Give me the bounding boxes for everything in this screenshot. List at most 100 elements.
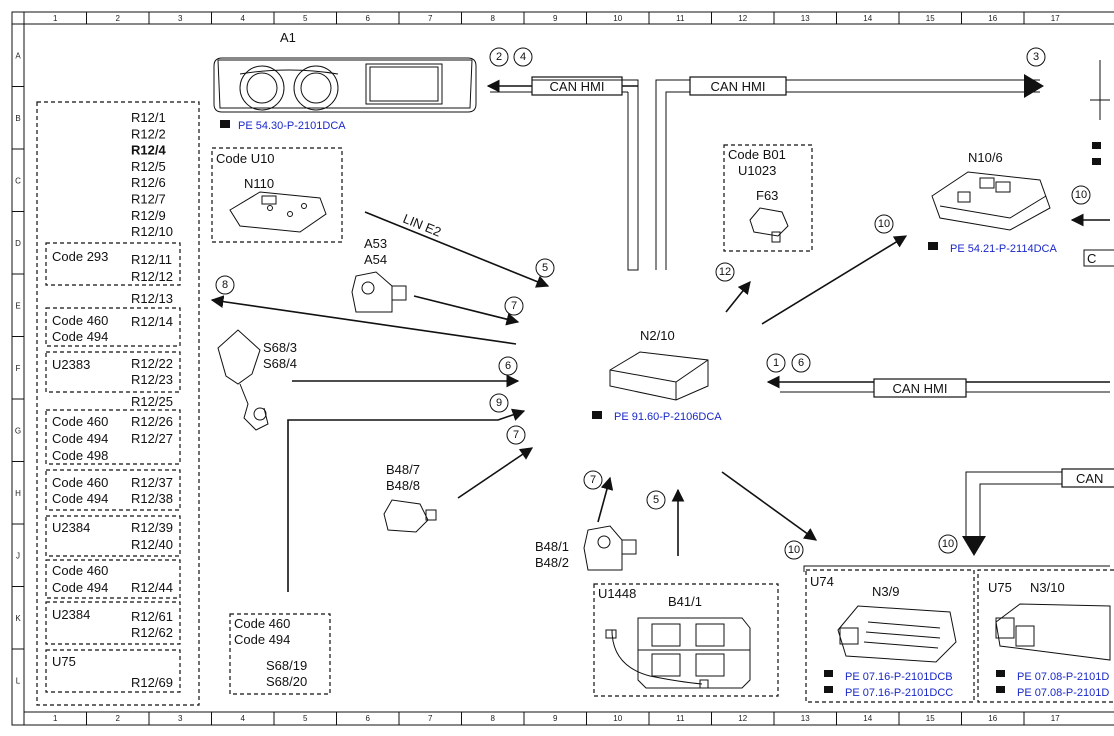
marker-circle bbox=[489, 393, 509, 413]
svg-text:PE 07.08-P-2101D: PE 07.08-P-2101D bbox=[1017, 687, 1109, 699]
reference-hand-icon bbox=[824, 686, 833, 693]
marker-number: 12 bbox=[719, 266, 731, 278]
marker-circle bbox=[1026, 47, 1046, 67]
svg-text:Code 460: Code 460 bbox=[52, 414, 108, 429]
ruler-col-label: 2 bbox=[116, 14, 121, 23]
svg-text:CAN HMI: CAN HMI bbox=[550, 79, 605, 94]
marker-number: 10 bbox=[942, 538, 954, 550]
ruler-col-label: 5 bbox=[303, 14, 308, 23]
marker-number: 6 bbox=[798, 357, 804, 369]
svg-text:Code 494: Code 494 bbox=[52, 580, 108, 595]
ruler-col-label: 6 bbox=[366, 714, 371, 723]
ruler-col-label: 17 bbox=[1051, 714, 1060, 723]
svg-text:N110: N110 bbox=[244, 176, 274, 191]
n3-10-group[interactable]: U75 N3/10 PE 07.08-P-2101D PE 07.08-P-21… bbox=[977, 569, 1114, 703]
n2-10-component[interactable]: N2/10 PE 91.60-P-2106DCA bbox=[592, 328, 722, 423]
svg-text:U75: U75 bbox=[52, 654, 76, 669]
a1-instrument-cluster[interactable]: A1 PE 54.30-P-2101DCA bbox=[213, 30, 477, 132]
svg-text:Code 460: Code 460 bbox=[52, 563, 108, 578]
ruler-col-label: 12 bbox=[738, 14, 747, 23]
svg-text:Code 498: Code 498 bbox=[52, 448, 108, 463]
r12-item: R12/9 bbox=[131, 208, 166, 223]
n10-6-component[interactable]: N10/6 PE 54.21-P-2114DCA bbox=[761, 150, 1110, 325]
n10-ref-link[interactable]: PE 54.21-P-2114DCA bbox=[928, 242, 1057, 255]
n2-ref-link[interactable]: PE 91.60-P-2106DCA bbox=[592, 411, 722, 423]
ruler-col-label: 4 bbox=[241, 14, 246, 23]
marker-number: 10 bbox=[878, 218, 890, 230]
b48-7-8-component[interactable]: B48/7 B48/8 bbox=[383, 447, 534, 533]
svg-text:Code 460: Code 460 bbox=[52, 313, 108, 328]
svg-text:R12/13: R12/13 bbox=[131, 291, 173, 306]
can-bus-bottom[interactable]: CAN bbox=[962, 468, 1114, 556]
svg-text:U74: U74 bbox=[810, 574, 834, 589]
marker-number: 5 bbox=[653, 494, 659, 506]
s68-19-20-group[interactable]: Code 460 Code 494 S68/19 S68/20 bbox=[229, 613, 331, 695]
marker-circle bbox=[215, 275, 235, 295]
marker-number: 6 bbox=[505, 360, 511, 372]
ruler-row-label: L bbox=[16, 676, 21, 685]
svg-text:S68/19: S68/19 bbox=[266, 658, 307, 673]
ruler-row-label: B bbox=[15, 114, 20, 123]
ruler-col-label: 9 bbox=[553, 714, 558, 723]
r12-item: R12/1 bbox=[131, 110, 166, 125]
svg-text:U1023: U1023 bbox=[738, 163, 776, 178]
ruler-col-label: 13 bbox=[801, 714, 810, 723]
svg-text:R12/61: R12/61 bbox=[131, 609, 173, 624]
ruler-col-label: 14 bbox=[863, 714, 872, 723]
svg-text:PE 07.16-P-2101DCC: PE 07.16-P-2101DCC bbox=[845, 687, 953, 699]
svg-text:R12/39: R12/39 bbox=[131, 520, 173, 535]
line-to-marker-10-bottom[interactable] bbox=[721, 471, 818, 541]
svg-text:C: C bbox=[1087, 251, 1096, 266]
svg-text:R12/27: R12/27 bbox=[131, 431, 173, 446]
s68-3-4-component[interactable]: S68/3 S68/4 bbox=[217, 329, 520, 431]
n3-9-group[interactable]: U74 N3/9 PE 07.16-P-2101DCB PE 07.16-P-2… bbox=[805, 569, 975, 703]
r12-item: R12/10 bbox=[131, 224, 173, 239]
ruler-col-label: 2 bbox=[116, 714, 121, 723]
marker-number: 7 bbox=[513, 429, 519, 441]
n3-9-ref-links[interactable]: PE 07.16-P-2101DCB PE 07.16-P-2101DCC bbox=[824, 670, 953, 699]
svg-text:R12/14: R12/14 bbox=[131, 314, 173, 329]
lin-e2-line[interactable]: LIN E2 bbox=[364, 211, 550, 288]
svg-text:R12/40: R12/40 bbox=[131, 537, 173, 552]
line-to-marker-9[interactable] bbox=[287, 408, 526, 592]
marker-circle bbox=[766, 353, 786, 373]
marker-number: 5 bbox=[542, 262, 548, 274]
ruler-col-label: 12 bbox=[738, 714, 747, 723]
marker-circle bbox=[715, 262, 735, 282]
b48-1-2-component[interactable]: B48/1 B48/2 bbox=[535, 476, 685, 571]
can-hmi-bus-middle[interactable]: CAN HMI bbox=[766, 375, 1110, 398]
svg-text:Code 494: Code 494 bbox=[52, 491, 108, 506]
ruler-col-label: 7 bbox=[428, 714, 433, 723]
ecu-bracket bbox=[803, 565, 1110, 572]
marker-number: 7 bbox=[590, 474, 596, 486]
marker-number: 2 bbox=[496, 51, 502, 63]
svg-text:Code B01: Code B01 bbox=[728, 147, 786, 162]
ruler-col-label: 15 bbox=[926, 14, 935, 23]
n110-group[interactable]: Code U10 N110 bbox=[211, 147, 343, 243]
svg-text:Code 460: Code 460 bbox=[234, 616, 290, 631]
svg-text:N3/9: N3/9 bbox=[872, 584, 899, 599]
reference-hand-icon bbox=[996, 686, 1005, 693]
r12-heater-list[interactable]: R12/1R12/2R12/4R12/5R12/6R12/7R12/9R12/1… bbox=[36, 101, 200, 706]
reference-hand-icon bbox=[824, 670, 833, 677]
r12-item: R12/7 bbox=[131, 192, 166, 207]
marker-circle bbox=[791, 353, 811, 373]
line-to-marker-8[interactable] bbox=[210, 295, 517, 345]
a53-a54-component[interactable]: A53 A54 bbox=[351, 236, 520, 326]
ruler-row-label: E bbox=[15, 301, 20, 310]
n3-10-ref-links[interactable]: PE 07.08-P-2101D PE 07.08-P-2101D bbox=[996, 670, 1109, 699]
can-hmi-bus-right[interactable]: CAN HMI bbox=[655, 74, 1044, 270]
svg-text:U75: U75 bbox=[988, 580, 1012, 595]
f63-group[interactable]: Code B01 U1023 F63 bbox=[723, 144, 813, 313]
marker-circle bbox=[513, 47, 533, 67]
a1-ref-link[interactable]: PE 54.30-P-2101DCA bbox=[220, 120, 346, 132]
marker-number: 3 bbox=[1033, 51, 1039, 63]
svg-text:U2384: U2384 bbox=[52, 520, 90, 535]
ruler-col-label: 8 bbox=[491, 14, 496, 23]
b41-1-group[interactable]: U1448 B41/1 bbox=[593, 583, 779, 697]
ruler-col-label: 6 bbox=[366, 14, 371, 23]
can-hmi-bus-left[interactable]: CAN HMI bbox=[486, 76, 639, 271]
